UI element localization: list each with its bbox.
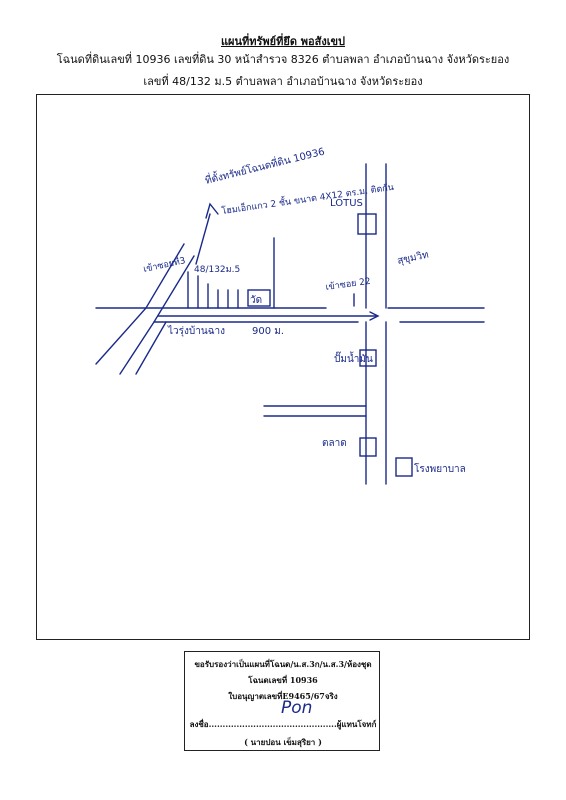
distance-label: 900 ม. xyxy=(252,326,284,337)
main-road-label: ไวรุ่งบ้านฉาง xyxy=(167,325,225,337)
lower-road xyxy=(263,405,367,417)
property-note-1: ที่ตั้งทรัพย์โฉนดที่ดิน 10936 xyxy=(203,144,326,187)
deed-description: โฉนดที่ดินเลขที่ 10936 เลขที่ดิน 30 หน้า… xyxy=(56,53,510,66)
temple-box xyxy=(247,289,271,307)
hospital-box xyxy=(395,457,413,477)
cert-line-2: โฉนดเลขที่ 10936 xyxy=(248,675,318,685)
house-rows xyxy=(187,271,239,309)
alley-3-label: เข้าซอยที่3 xyxy=(142,253,187,275)
sign-line: ลงชื่อ..................................… xyxy=(185,718,381,731)
lotus-box xyxy=(357,213,377,235)
property-note-2: โฮมเอ็กแกว 2 ชั้น ขนาด 4X12 ตร.ม. ติดกัน xyxy=(221,180,395,217)
map-frame xyxy=(36,94,530,640)
temple-label: วัด xyxy=(250,295,262,306)
cert-line-1: ขอรับรองว่าเป็นแผนที่โฉนด/น.ส.3ก/น.ส.3/ห… xyxy=(194,659,372,669)
gas-station-box xyxy=(359,349,377,367)
lotus-label: LOTUS xyxy=(330,198,363,209)
sign-prefix: ลงชื่อ xyxy=(189,719,209,729)
signature: Pon xyxy=(281,698,313,718)
alley-left-edge xyxy=(119,255,195,375)
sign-dots: ........................................… xyxy=(208,719,337,729)
cert-line-3: ใบอนุญาตเลขที่E9465/67จริง xyxy=(228,691,338,701)
alley-left-edge-2 xyxy=(95,243,185,365)
sign-suffix: ผู้แทนโจทก์ xyxy=(336,719,377,729)
gas-station-label: ปั๊มน้ำมัน xyxy=(334,351,373,365)
pointer-arrow-head xyxy=(205,202,219,219)
certification-box: ขอรับรองว่าเป็นแผนที่โฉนด/น.ส.3ก/น.ส.3/ห… xyxy=(184,651,380,751)
market-label: ตลาด xyxy=(322,438,347,449)
address-line: เลขที่ 48/132 ม.5 ตำบลพลา อำเภอบ้านฉาง จ… xyxy=(143,75,423,88)
alley-lower xyxy=(135,321,167,375)
signer-name: ( นายปอน เข็มสุริยา ) xyxy=(244,737,322,747)
pointer-arrow xyxy=(195,213,211,265)
page-title: แผนที่ทรัพย์ที่ยึด พอสังเขป xyxy=(220,35,346,48)
sukhumvit-label: สุขุมวิท xyxy=(396,250,429,267)
hand-drawn-map: ที่ตั้งทรัพย์โฉนดที่ดิน 10936 โฮมเอ็กแกว… xyxy=(95,144,485,485)
house-number-label: 48/132ม.5 xyxy=(194,265,240,275)
hospital-label: โรงพยาบาล xyxy=(414,462,466,475)
entrance-sign-label: เข้าซอย 22 xyxy=(325,276,371,293)
distance-arrow-head xyxy=(369,311,380,321)
market-box xyxy=(359,437,377,457)
